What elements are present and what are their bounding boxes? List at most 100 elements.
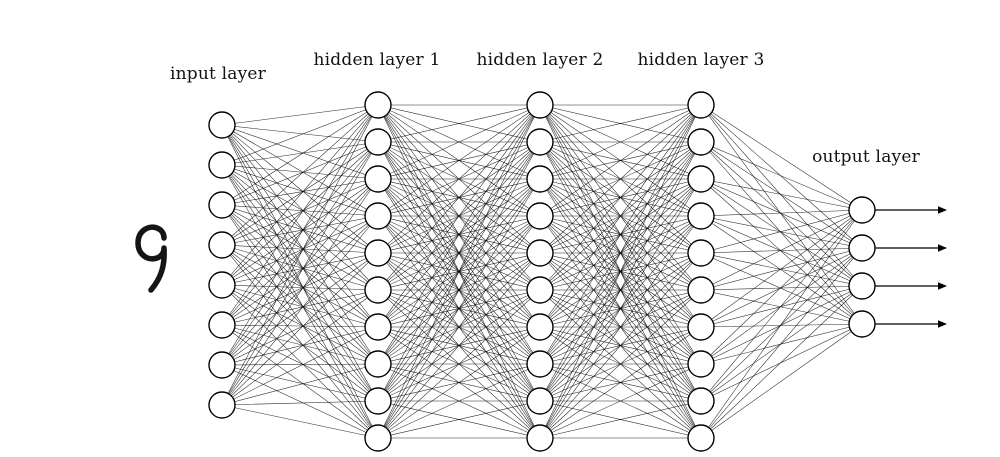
connection-line — [539, 141, 702, 439]
connection-line — [377, 289, 541, 439]
connection-line — [221, 289, 379, 326]
neuron-hidden3 — [687, 202, 715, 230]
connection-line — [700, 104, 863, 287]
connection-line — [377, 104, 541, 328]
connection-line — [221, 284, 379, 365]
neuron-hidden1 — [364, 165, 392, 193]
connection-line — [539, 178, 702, 439]
connection-line — [700, 141, 863, 211]
connection-line — [377, 104, 541, 365]
connection-line — [221, 324, 379, 328]
neuron-input — [208, 111, 236, 139]
connection-line — [221, 364, 379, 439]
connection-line — [700, 323, 863, 402]
neuron-input — [208, 191, 236, 219]
connection-line — [221, 324, 379, 439]
connection-line — [221, 363, 379, 406]
connection-line — [221, 204, 379, 328]
connection-line — [377, 104, 541, 254]
connection-line — [700, 323, 863, 328]
connection-line — [221, 215, 379, 326]
connection-line — [221, 252, 379, 406]
connection-line — [700, 209, 863, 328]
connection-line — [221, 215, 379, 406]
connection-line — [700, 141, 863, 325]
connection-line — [221, 178, 379, 206]
connection-line — [539, 289, 702, 439]
neuron-hidden1 — [364, 239, 392, 267]
connection-line — [221, 124, 379, 254]
connection-line — [539, 104, 702, 217]
connection-line — [700, 323, 863, 439]
neuron-input — [208, 271, 236, 299]
connection-line — [221, 324, 379, 365]
connection-line — [221, 141, 379, 366]
connection-line — [221, 178, 379, 406]
connection-line — [221, 326, 379, 366]
neuron-hidden3 — [687, 350, 715, 378]
connection-line — [221, 104, 379, 166]
connection-line — [221, 252, 379, 286]
connection-line — [377, 104, 541, 217]
connection-line — [539, 104, 702, 254]
neuron-input — [208, 151, 236, 179]
connection-line — [221, 284, 379, 402]
neuron-hidden3 — [687, 424, 715, 452]
connection-line — [377, 141, 541, 439]
connection-line — [700, 178, 863, 211]
connection-line — [539, 104, 702, 143]
neuron-hidden2 — [526, 313, 554, 341]
connection-line — [700, 209, 863, 402]
neuron-hidden2 — [526, 350, 554, 378]
connection-line — [700, 247, 863, 291]
connection-line — [221, 204, 379, 291]
connection-line — [700, 247, 863, 439]
connection-line — [539, 326, 702, 439]
connection-line — [700, 104, 863, 249]
neuron-hidden2 — [526, 387, 554, 415]
connection-line — [700, 285, 863, 402]
connection-line — [221, 164, 379, 402]
connection-line — [221, 164, 379, 217]
connection-line — [221, 164, 379, 291]
neuron-hidden2 — [526, 165, 554, 193]
connection-line — [700, 209, 863, 254]
neuron-hidden1 — [364, 350, 392, 378]
neuron-hidden3 — [687, 276, 715, 304]
connection-line — [221, 363, 379, 366]
connection-line — [221, 141, 379, 166]
connection-line — [539, 363, 702, 439]
connection-line — [700, 104, 863, 211]
connection-line — [221, 164, 379, 439]
connection-line — [377, 104, 541, 439]
connection-line — [700, 209, 863, 365]
connection-line — [700, 178, 863, 249]
connection-line — [221, 141, 379, 326]
connection-line — [539, 104, 702, 439]
connection-line — [221, 178, 379, 286]
connection-line — [221, 204, 379, 439]
connection-line — [539, 104, 702, 291]
connection-line — [221, 104, 379, 246]
connection-line — [221, 215, 379, 366]
neuron-hidden3 — [687, 91, 715, 119]
connection-line — [377, 326, 541, 439]
connection-line — [221, 244, 379, 254]
connection-line — [700, 215, 863, 287]
connection-line — [221, 104, 379, 126]
connection-line — [539, 400, 702, 439]
connection-line — [221, 124, 379, 291]
neuron-hidden3 — [687, 165, 715, 193]
connection-line — [700, 285, 863, 291]
connection-line — [539, 104, 702, 328]
connection-line — [221, 244, 379, 439]
connection-line — [700, 178, 863, 325]
label-hidden-layer-3: hidden layer 3 — [637, 50, 765, 70]
connection-line — [221, 124, 379, 180]
connection-line — [377, 104, 541, 180]
connection-line — [221, 244, 379, 291]
label-hidden-layer-1: hidden layer 1 — [313, 50, 441, 70]
connection-line — [221, 284, 379, 439]
connection-line — [221, 104, 379, 326]
